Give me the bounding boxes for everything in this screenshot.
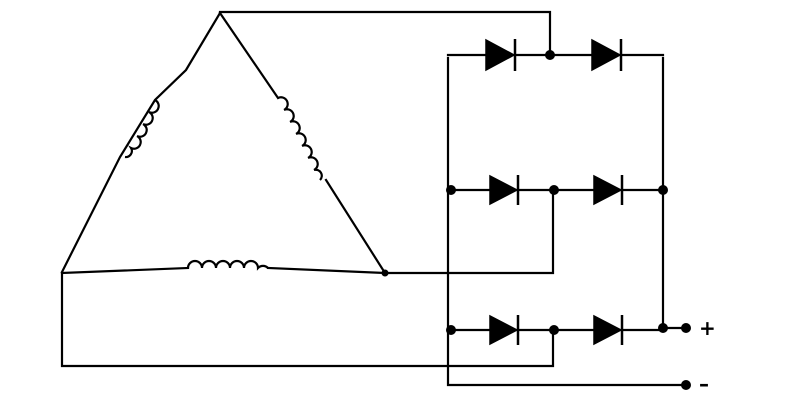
node-phase-b <box>549 185 559 195</box>
delta-winding <box>60 11 387 275</box>
coil-bottom <box>186 259 269 271</box>
node-pos-bottom <box>658 323 668 333</box>
diode-row-bottom <box>446 314 665 346</box>
diode-d1 <box>485 38 516 72</box>
phase-c-wire <box>60 271 555 368</box>
phase-wires <box>60 10 555 368</box>
terminal-positive-dot <box>681 323 691 333</box>
delta-right-side <box>218 11 280 100</box>
node-delta-right <box>381 269 389 277</box>
junction-nodes <box>381 50 668 335</box>
node-neg-bottom <box>446 325 456 335</box>
delta-right-side-lower <box>324 178 387 275</box>
negative-rail <box>446 56 687 387</box>
delta-bottom-right <box>266 266 387 275</box>
phase-a-wire <box>218 10 552 57</box>
coil-left <box>124 99 160 159</box>
diode-d2 <box>591 38 622 72</box>
diode-d4 <box>593 174 623 206</box>
node-pos-middle <box>658 185 668 195</box>
terminal-negative-label: – <box>699 372 709 396</box>
diode-d3 <box>489 174 519 206</box>
output-terminals: + – <box>681 316 716 396</box>
phase-b-wire <box>383 188 555 275</box>
terminal-positive-label: + <box>699 316 716 340</box>
node-phase-a <box>545 50 555 60</box>
node-neg-middle <box>446 185 456 195</box>
terminal-negative-dot <box>681 380 691 390</box>
delta-bottom-left <box>60 266 190 275</box>
diode-row-top <box>446 38 665 72</box>
diode-d6 <box>593 314 623 346</box>
bridge-rails <box>446 56 687 387</box>
diode-d5 <box>489 314 519 346</box>
node-phase-c <box>549 325 559 335</box>
coil-right <box>277 96 323 181</box>
